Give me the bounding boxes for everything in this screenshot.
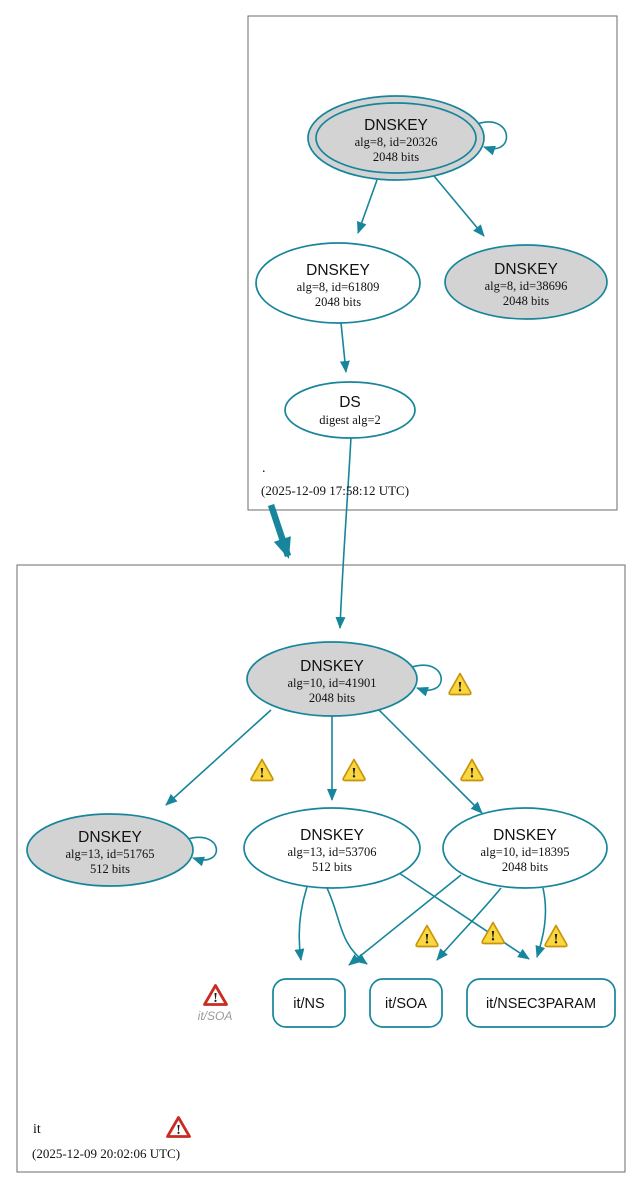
edge-it-ksk-to-zsk-51765 xyxy=(165,709,272,806)
warning-icon[interactable]: ! xyxy=(448,672,472,696)
warning-icon[interactable]: ! xyxy=(481,921,505,945)
node-bits: 2048 bits xyxy=(503,294,549,308)
node-bits: 2048 bits xyxy=(502,860,548,874)
warning-icon[interactable]: ! xyxy=(250,758,274,782)
node-rrset-it-nsec3param[interactable]: it/NSEC3PARAM xyxy=(466,978,616,1028)
edge-zsk-53706-to-nsec3param xyxy=(398,872,530,960)
edge-root-delegation-to-it xyxy=(267,503,292,559)
svg-text:!: ! xyxy=(469,767,475,782)
svg-text:!: ! xyxy=(213,991,218,1005)
root-zone-name: . xyxy=(262,461,266,476)
node-title: DNSKEY xyxy=(494,261,558,278)
svg-text:!: ! xyxy=(351,767,357,782)
edge-root-ksk-to-zsk1 xyxy=(357,179,378,234)
root-zone-timestamp: (2025-12-09 17:58:12 UTC) xyxy=(261,483,409,498)
node-title: DS xyxy=(339,394,361,411)
edge-ds-to-it-ksk xyxy=(335,436,352,629)
edge-root-ksk-to-zsk2 xyxy=(433,175,485,237)
node-title: DNSKEY xyxy=(364,117,428,134)
node-title: DNSKEY xyxy=(306,262,370,279)
node-title: DNSKEY xyxy=(78,829,142,846)
node-rrset-it-soa[interactable]: it/SOA xyxy=(369,978,443,1028)
node-detail: digest alg=2 xyxy=(319,413,381,427)
edge-zsk-18395-to-nsec3param xyxy=(535,887,547,958)
warning-icon[interactable]: ! xyxy=(460,758,484,782)
rrset-label: it/SOA xyxy=(385,996,427,1012)
node-rrset-it-ns[interactable]: it/NS xyxy=(272,978,346,1028)
node-it-zsk-51765[interactable]: DNSKEY alg=13, id=51765 512 bits xyxy=(26,813,194,887)
edge-root-zsk1-to-ds xyxy=(339,322,350,373)
edge-zsk-53706-to-soa xyxy=(326,887,368,965)
node-it-ksk-41901[interactable]: DNSKEY alg=10, id=41901 2048 bits xyxy=(246,641,418,717)
svg-text:!: ! xyxy=(490,930,496,945)
svg-text:!: ! xyxy=(259,767,265,782)
node-detail: alg=10, id=18395 xyxy=(480,845,569,859)
node-detail: alg=10, id=41901 xyxy=(287,676,376,690)
node-bits: 2048 bits xyxy=(309,691,355,705)
node-bits: 2048 bits xyxy=(373,150,419,164)
node-detail: alg=8, id=38696 xyxy=(485,279,568,293)
it-zone-timestamp: (2025-12-09 20:02:06 UTC) xyxy=(32,1146,180,1161)
svg-text:!: ! xyxy=(553,933,559,948)
edge-it-ksk-selfsign xyxy=(411,664,442,697)
edge-zsk-53706-to-ns xyxy=(294,886,308,961)
warning-icon[interactable]: ! xyxy=(415,924,439,948)
it-zone-name: it xyxy=(33,1122,41,1137)
node-root-zsk-61809[interactable]: DNSKEY alg=8, id=61809 2048 bits xyxy=(255,242,421,324)
error-icon[interactable]: ! xyxy=(166,1116,191,1138)
node-title: DNSKEY xyxy=(300,827,364,844)
node-bits: 512 bits xyxy=(312,860,352,874)
node-detail: alg=13, id=51765 xyxy=(65,847,154,861)
node-detail: alg=8, id=20326 xyxy=(355,135,438,149)
edge-zsk-51765-selfsign xyxy=(187,836,218,867)
svg-text:!: ! xyxy=(424,933,430,948)
node-it-zsk-18395[interactable]: DNSKEY alg=10, id=18395 2048 bits xyxy=(442,807,608,889)
node-it-zsk-53706[interactable]: DNSKEY alg=13, id=53706 512 bits xyxy=(243,807,421,889)
error-icon[interactable]: ! xyxy=(203,984,228,1006)
node-detail: alg=13, id=53706 xyxy=(287,845,376,859)
warning-icon[interactable]: ! xyxy=(544,924,568,948)
edge-zsk-18395-to-ns xyxy=(348,874,462,966)
node-bits: 512 bits xyxy=(90,862,130,876)
node-title: DNSKEY xyxy=(493,827,557,844)
rrset-label: it/NS xyxy=(293,996,324,1012)
it-zone-box xyxy=(16,564,626,1173)
root-zone-box xyxy=(247,15,618,511)
node-detail: alg=8, id=61809 xyxy=(297,280,380,294)
edge-it-ksk-to-zsk-18395 xyxy=(378,709,483,814)
rrset-label: it/NSEC3PARAM xyxy=(486,996,596,1012)
node-root-ds[interactable]: DS digest alg=2 xyxy=(284,381,416,439)
warning-icon[interactable]: ! xyxy=(342,758,366,782)
edge-root-ksk-selfsign xyxy=(476,121,508,156)
svg-text:!: ! xyxy=(176,1123,181,1137)
node-root-zsk-38696[interactable]: DNSKEY alg=8, id=38696 2048 bits xyxy=(444,244,608,320)
svg-text:!: ! xyxy=(457,681,463,696)
edge-zsk-18395-to-soa xyxy=(436,887,502,961)
node-bits: 2048 bits xyxy=(315,295,361,309)
island-rrset-label: it/SOA xyxy=(198,1009,233,1023)
node-root-ksk-20326[interactable]: DNSKEY alg=8, id=20326 2048 bits xyxy=(307,95,485,181)
node-title: DNSKEY xyxy=(300,658,364,675)
